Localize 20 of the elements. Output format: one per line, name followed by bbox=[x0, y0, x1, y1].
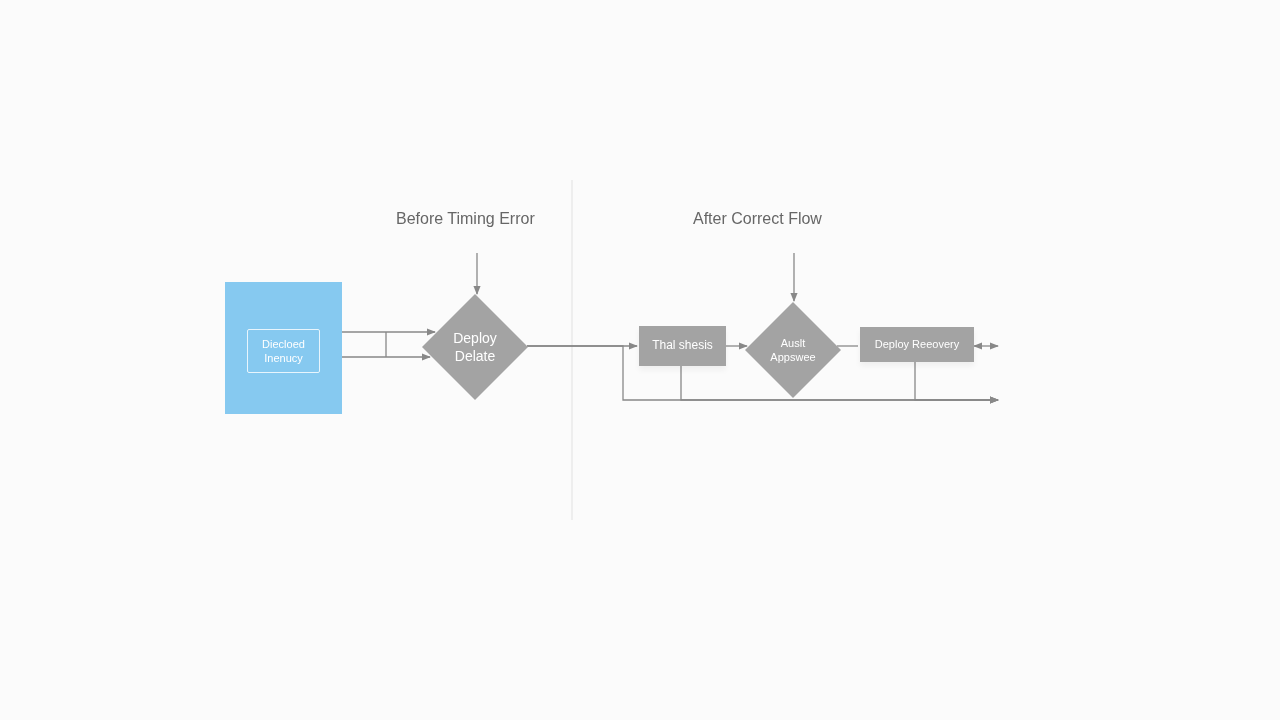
arrow bbox=[725, 342, 748, 350]
section-heading: Before Timing Error bbox=[396, 210, 535, 228]
section-heading: After Correct Flow bbox=[693, 210, 822, 228]
arrow bbox=[914, 361, 999, 404]
arrow bbox=[341, 331, 431, 361]
node-text: Diecloed Inenucy bbox=[261, 336, 306, 366]
process-box bbox=[639, 326, 726, 366]
process-box bbox=[860, 327, 974, 362]
node-text: Deploy Delate bbox=[452, 328, 498, 366]
process-box bbox=[247, 329, 320, 373]
process-box bbox=[225, 282, 342, 414]
node-text: Auslt Appswee bbox=[769, 335, 817, 365]
node-text: Deploy Reeovery bbox=[874, 337, 960, 352]
node-text: Thal shesis bbox=[652, 338, 713, 354]
arrow bbox=[341, 328, 436, 336]
arrow bbox=[973, 342, 999, 350]
decision-diamond bbox=[745, 302, 841, 398]
arrow bbox=[790, 252, 798, 302]
arrow bbox=[473, 252, 481, 295]
decision-diamond bbox=[422, 294, 528, 400]
